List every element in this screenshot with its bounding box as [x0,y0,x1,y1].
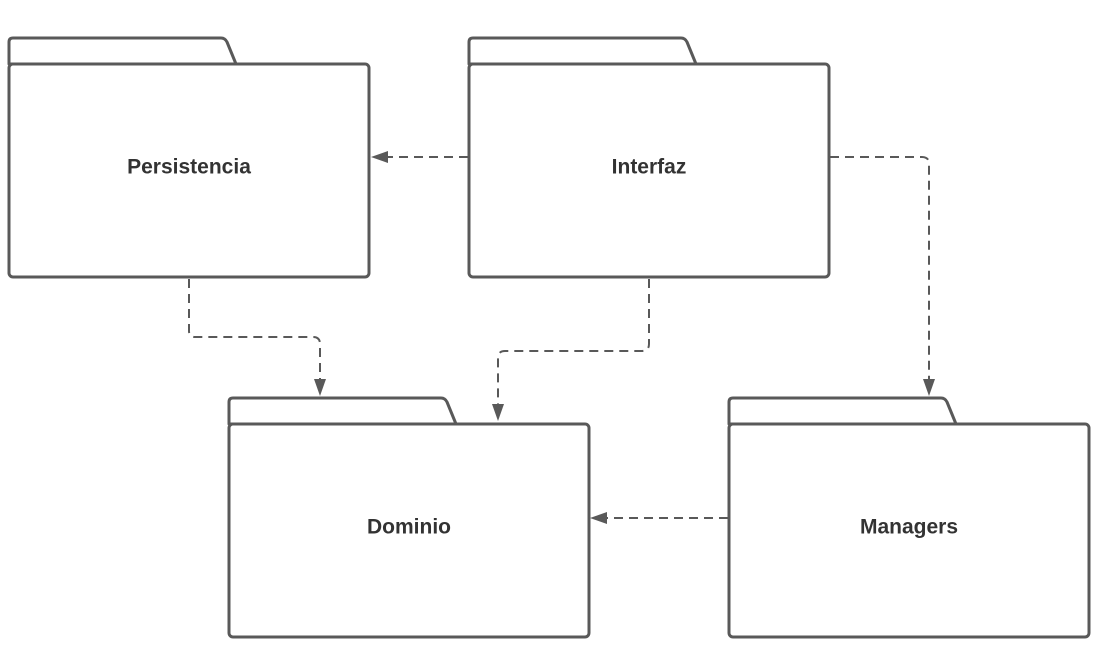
package-label: Persistencia [127,156,251,179]
package-tab [7,36,238,66]
package-label: Managers [860,516,958,539]
package-label: Interfaz [612,156,687,179]
package-body [727,422,1091,639]
package-body [467,62,831,279]
arrow-head-icon [371,151,388,163]
package-managers[interactable]: Managers [727,396,1091,639]
arrow-head-icon [492,404,504,421]
dependency-managers-dominio [590,512,728,524]
package-persistencia[interactable]: Persistencia [7,36,371,279]
dependency-interfaz-dominio [492,279,650,421]
arrow-head-icon [314,379,326,396]
arrow-head-icon [923,379,935,396]
package-body [227,422,591,639]
package-dominio[interactable]: Dominio [227,396,591,639]
package-tab [467,36,698,66]
package-tab [227,396,458,426]
package-body [7,62,371,279]
dependency-interfaz-managers [830,156,935,396]
arrow-head-icon [590,512,607,524]
dependency-persistencia-dominio [188,279,326,396]
dependency-interfaz-persistencia [371,151,468,163]
package-label: Dominio [367,516,451,539]
package-interfaz[interactable]: Interfaz [467,36,831,279]
package-tab [727,396,958,426]
